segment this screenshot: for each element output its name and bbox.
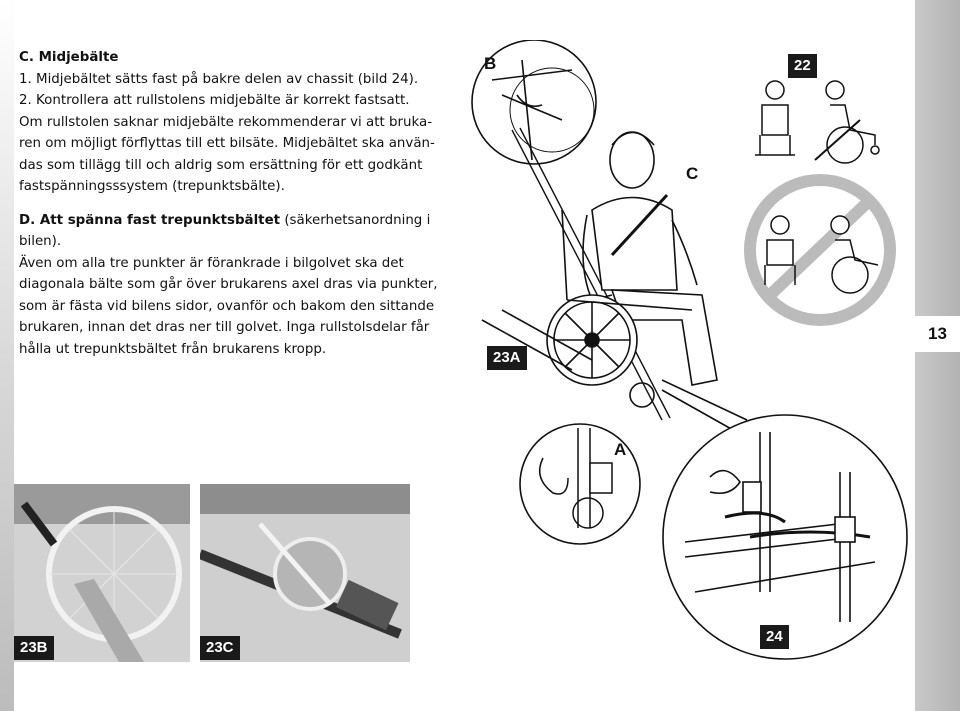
section-d-line: Även om alla tre punkter är förankrade i…	[19, 255, 404, 271]
section-d-line: hålla ut trepunktsbältet från brukarens …	[19, 341, 327, 357]
section-d-line: diagonala bälte som går över brukarens a…	[19, 277, 438, 292]
section-c-heading: C. Midjebälte	[19, 50, 119, 65]
section-c-line: fastspänningsssystem (trepunktsbälte).	[19, 179, 285, 194]
photo-23b-image	[14, 484, 190, 662]
figure-label-23b: 23B	[14, 636, 54, 660]
section-c-line: das som tillägg till och aldrig som ersä…	[19, 157, 423, 173]
section-d-line: som är fästa vid bilens sidor, ovanför o…	[19, 298, 435, 314]
belt-comparison-illustration	[744, 80, 896, 326]
figure-label-24: 24	[760, 625, 789, 649]
callout-b: B	[484, 54, 497, 73]
section-d-heading-suffix: (säkerhetsanordning i	[280, 212, 431, 228]
section-c-line: 1. Midjebältet sätts fast på bakre delen…	[19, 71, 419, 87]
photo-23b	[14, 484, 190, 662]
section-c-line: Om rullstolen saknar midjebälte rekommen…	[19, 114, 433, 130]
page-number: 13	[915, 316, 960, 352]
section-d-line: bilen).	[19, 234, 62, 249]
callout-c: C	[686, 164, 699, 183]
section-d-line: brukaren, innan det dras ner till golvet…	[19, 320, 430, 335]
left-edge-strip	[0, 0, 14, 711]
wheelchair-belt-illustration	[471, 40, 748, 436]
section-d-heading-line: D. Att spänna fast trepunktsbältet (säke…	[19, 210, 461, 232]
photo-23c	[200, 484, 410, 662]
section-c-line: ren om möjligt förflyttas till ett bilsä…	[19, 136, 435, 151]
frame-belt-anchor-illustration	[662, 414, 908, 660]
buckle-detail-circle	[519, 423, 641, 545]
figure-label-22: 22	[788, 54, 817, 78]
page-side-tab	[915, 0, 960, 711]
section-c-line: 2. Kontrollera att rullstolens midjebält…	[19, 93, 410, 108]
callout-a: A	[614, 440, 627, 459]
section-d-heading: D. Att spänna fast trepunktsbältet	[19, 212, 281, 228]
instruction-text: C. Midjebälte 1. Midjebältet sätts fast …	[19, 47, 461, 360]
figure-label-23c: 23C	[200, 636, 240, 660]
photo-23c-image	[200, 484, 410, 662]
figure-label-23a: 23A	[487, 346, 527, 370]
